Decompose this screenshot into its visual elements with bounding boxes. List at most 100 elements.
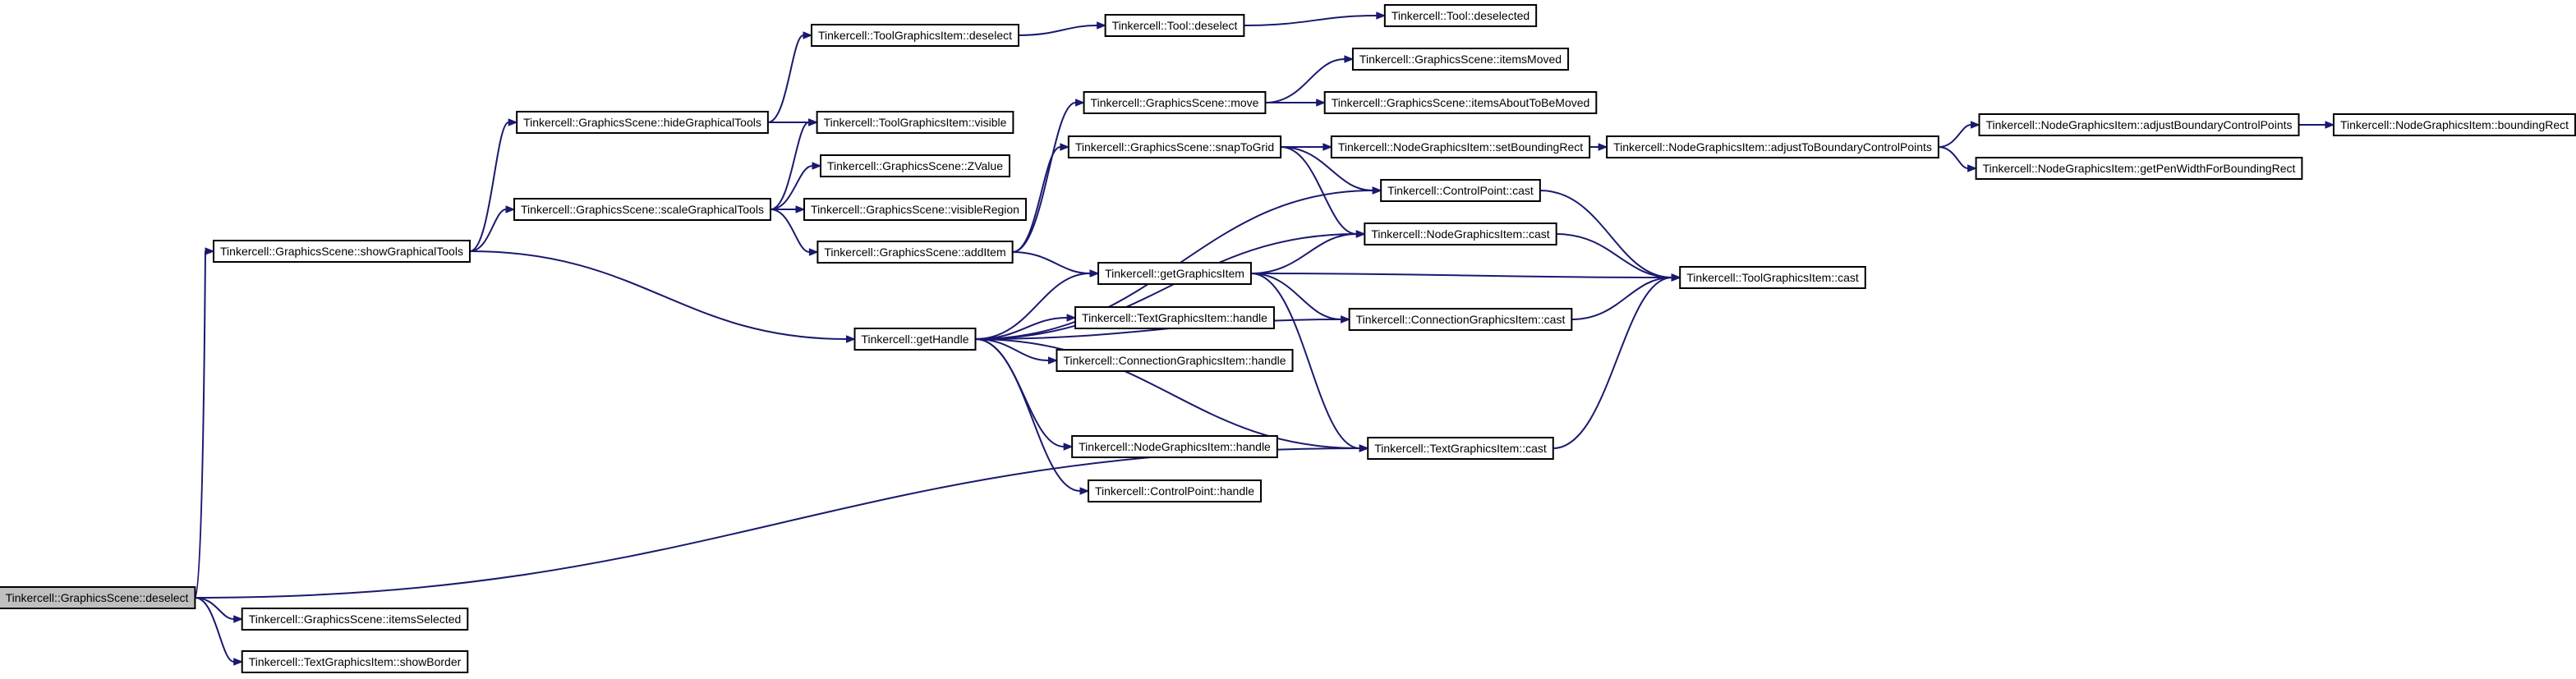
node-adjustBoundaryCP[interactable]: Tinkercell::NodeGraphicsItem::adjustBoun… [1978,113,2300,136]
edge-line [975,273,1091,340]
edge-arrowhead [1079,487,1090,495]
edge-line [770,122,810,210]
node-cgi-cast[interactable]: Tinkercell::ConnectionGraphicsItem::cast [1348,308,1573,331]
edge-arrowhead [205,247,215,255]
node-label: Tinkercell::GraphicsScene::addItem [824,245,1005,259]
node-zvalue[interactable]: Tinkercell::GraphicsScene::ZValue [820,154,1010,177]
node-adjustToBoundary[interactable]: Tinkercell::NodeGraphicsItem::adjustToBo… [1606,135,1939,158]
node-showGraphicalTools[interactable]: Tinkercell::GraphicsScene::showGraphical… [213,240,471,263]
node-box [213,240,471,263]
edge-line [1244,15,1377,26]
node-box [1975,157,2303,180]
node-visibleRegion[interactable]: Tinkercell::GraphicsScene::visibleRegion [803,198,1027,221]
node-itemsSelected[interactable]: Tinkercell::GraphicsScene::itemsSelected [241,608,469,631]
edge-line [195,447,1360,599]
node-label: Tinkercell::ControlPoint::handle [1095,484,1254,498]
node-label: Tinkercell::GraphicsScene::visibleRegion [811,203,1019,216]
node-label: Tinkercell::GraphicsScene::snapToGrid [1075,140,1274,154]
edge-arrowhead [1047,356,1058,365]
edge-getGraphicsItem-to-text-cast [1250,273,1369,452]
edge-line [1556,233,1672,278]
node-label: Tinkercell::NodeGraphicsItem::cast [1371,227,1549,241]
edge-arrowhead [1598,143,1608,151]
node-box [816,111,1014,134]
edge-arrowhead [1322,143,1333,151]
node-label: Tinkercell::GraphicsScene::deselect [6,591,189,604]
node-text-handle[interactable]: Tinkercell::TextGraphicsItem::handle [1074,306,1275,329]
edge-showGraphicalTools-to-getHandle [469,250,856,343]
edge-arrowhead [803,31,813,39]
edge-line [1938,146,1968,169]
node-label: Tinkercell::GraphicsScene::showGraphical… [220,245,463,258]
edge-move-to-itemsAboutToBeMoved [1265,99,1327,107]
edge-arrowhead [812,162,822,170]
node-box [803,198,1027,221]
node-label: Tinkercell::GraphicsScene::ZValue [827,159,1003,172]
edge-snapToGrid-to-ngi-cast [1281,146,1366,238]
edge-getGraphicsItem-to-toolgi-cast [1250,273,1681,282]
edge-ngi-cast-to-toolgi-cast [1556,233,1681,282]
node-getPenWidth[interactable]: Tinkercell::NodeGraphicsItem::getPenWidt… [1975,157,2303,180]
node-hideGraphicalTools[interactable]: Tinkercell::GraphicsScene::hideGraphical… [516,111,769,134]
edge-line [975,233,1357,340]
node-label: Tinkercell::ConnectionGraphicsItem::hand… [1063,354,1286,367]
node-showBorder[interactable]: Tinkercell::TextGraphicsItem::showBorder [241,650,469,673]
node-label: Tinkercell::getGraphicsItem [1105,267,1244,280]
node-label: Tinkercell::GraphicsScene::hideGraphical… [523,116,761,129]
node-cp-handle[interactable]: Tinkercell::ControlPoint::handle [1087,479,1263,502]
edge-arrowhead [508,118,518,126]
node-tgi-deselect[interactable]: Tinkercell::ToolGraphicsItem::deselect [810,24,1020,47]
node-label: Tinkercell::GraphicsScene::itemsMoved [1359,53,1562,66]
node-box [1367,437,1554,460]
node-label: Tinkercell::NodeGraphicsItem::setBoundin… [1338,140,1583,154]
edge-arrowhead [1359,444,1369,452]
node-itemsMoved[interactable]: Tinkercell::GraphicsScene::itemsMoved [1351,48,1570,71]
node-ngi-cast[interactable]: Tinkercell::NodeGraphicsItem::cast [1364,223,1557,245]
edge-line [1571,277,1672,320]
node-scaleGraphicalTools[interactable]: Tinkercell::GraphicsScene::scaleGraphica… [513,198,771,221]
edge-line [1250,273,1341,320]
node-box [1083,91,1267,114]
edge-deselect-root-to-text-cast [195,444,1369,599]
node-getHandle[interactable]: Tinkercell::getHandle [853,328,977,351]
node-node-handle[interactable]: Tinkercell::NodeGraphicsItem::handle [1071,435,1278,458]
node-tgi-visible[interactable]: Tinkercell::ToolGraphicsItem::visible [816,111,1014,134]
node-tool-deselect[interactable]: Tinkercell::Tool::deselect [1104,14,1245,37]
node-box [1351,48,1570,71]
node-text-cast[interactable]: Tinkercell::TextGraphicsItem::cast [1367,437,1554,460]
node-box [853,328,977,351]
edge-arrowhead [1066,314,1077,322]
node-label: Tinkercell::getHandle [862,333,969,346]
node-toolgi-cast[interactable]: Tinkercell::ToolGraphicsItem::cast [1679,266,1866,289]
node-box [1074,306,1275,329]
node-tool-deselected[interactable]: Tinkercell::Tool::deselected [1383,4,1538,27]
node-label: Tinkercell::ConnectionGraphicsItem::cast [1356,313,1566,326]
node-addItem[interactable]: Tinkercell::GraphicsScene::addItem [816,241,1014,264]
edge-adjustToBoundary-to-adjustBoundaryCP [1938,121,1980,148]
node-label: Tinkercell::TextGraphicsItem::handle [1082,311,1267,324]
edge-arrowhead [808,118,818,126]
node-conn-handle[interactable]: Tinkercell::ConnectionGraphicsItem::hand… [1056,349,1294,372]
edge-line [770,209,810,253]
edge-line [1938,124,1971,148]
edge-deselect-root-to-showGraphicalTools [194,247,215,599]
node-snapToGrid[interactable]: Tinkercell::GraphicsScene::snapToGrid [1067,135,1282,158]
node-label: Tinkercell::ToolGraphicsItem::cast [1686,271,1859,284]
edge-line [1250,233,1357,274]
node-box [810,24,1020,47]
edge-tool-deselect-to-tool-deselected [1244,11,1387,26]
node-itemsAboutToBeMoved[interactable]: Tinkercell::GraphicsScene::itemsAboutToB… [1323,91,1598,114]
node-box [1097,262,1252,285]
edge-line [469,209,507,252]
edge-getHandle-to-getGraphicsItem [975,269,1100,340]
node-deselect-root[interactable]: Tinkercell::GraphicsScene::deselect [0,586,196,609]
node-getGraphicsItem[interactable]: Tinkercell::getGraphicsItem [1097,262,1252,285]
node-cp-cast[interactable]: Tinkercell::ControlPoint::cast [1380,179,1541,202]
edge-line [1012,102,1076,253]
node-boundingRect[interactable]: Tinkercell::NodeGraphicsItem::boundingRe… [2332,113,2576,136]
node-box [1056,349,1294,372]
node-box [1104,14,1245,37]
node-move[interactable]: Tinkercell::GraphicsScene::move [1083,91,1267,114]
edge-scaleGraphicalTools-to-addItem [770,209,819,256]
node-setBoundingRect[interactable]: Tinkercell::NodeGraphicsItem::setBoundin… [1330,135,1591,158]
